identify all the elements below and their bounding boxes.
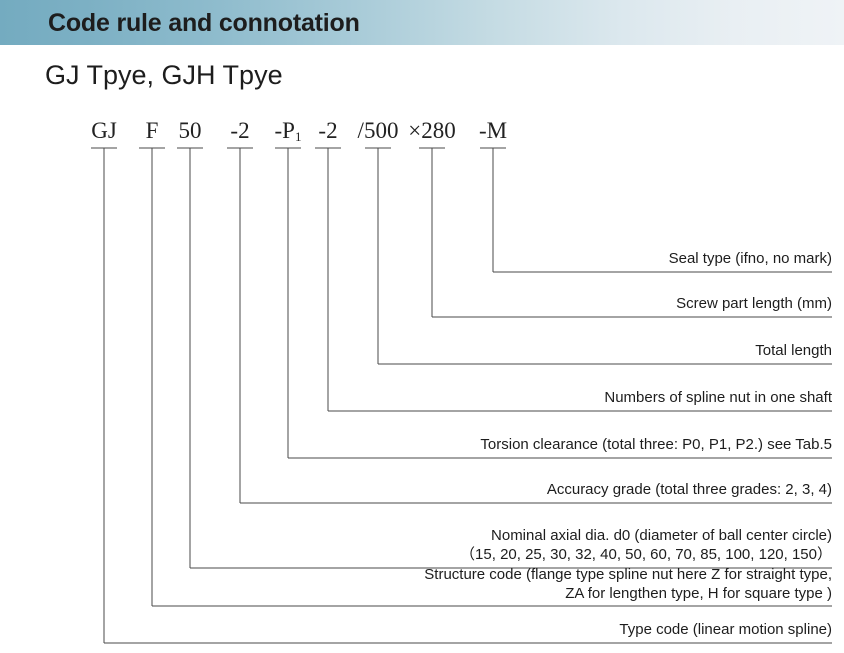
callout-label-structure-code: Structure code (flange type spline nut h… <box>424 565 832 603</box>
code-token-torsion-clearance: -P1 <box>274 118 302 144</box>
code-token-screw-part-length: ×280 <box>408 118 456 143</box>
callout-label-total-length: Total length <box>755 341 832 360</box>
subtitle-model-series: GJ Tpye, GJH Tpye <box>45 60 283 90</box>
page-title: Code rule and connotation <box>48 9 360 37</box>
callout-label-line: Screw part length (mm) <box>676 295 832 312</box>
code-string-row: GJ F 50 -2 -P1 -2/500 ×280 -M <box>0 118 844 148</box>
code-token-nominal-axial-dia: 50 <box>178 118 202 143</box>
callout-label-line: Nominal axial dia. d0 (diameter of ball … <box>491 527 832 544</box>
code-token-type-code: GJ <box>91 118 117 143</box>
code-token-total-length: /500 <box>357 118 399 143</box>
callout-label-line: ZA for lengthen type, H for square type … <box>565 585 832 602</box>
code-token-structure-code: F <box>145 118 159 143</box>
callout-label-line: Type code (linear motion spline) <box>619 621 832 638</box>
callout-label-spline-nut-count: Numbers of spline nut in one shaft <box>604 388 832 407</box>
callout-label-type-code: Type code (linear motion spline) <box>619 620 832 639</box>
callout-label-line: Numbers of spline nut in one shaft <box>604 389 832 406</box>
callout-label-line: Structure code (flange type spline nut h… <box>424 566 832 583</box>
callout-label-line: Seal type (ifno, no mark) <box>668 250 832 267</box>
header-banner: Code rule and connotation <box>0 0 844 45</box>
callout-label-line: Accuracy grade (total three grades: 2, 3… <box>546 481 832 498</box>
callout-label-screw-part-length: Screw part length (mm) <box>676 294 832 313</box>
callout-label-line: Torsion clearance (total three: P0, P1, … <box>480 436 832 453</box>
code-token-spline-nut-count: -2 <box>318 118 338 143</box>
callout-label-line: （15, 20, 25, 30, 32, 40, 50, 60, 70, 85,… <box>460 546 832 563</box>
callout-label-seal-type: Seal type (ifno, no mark) <box>669 249 832 268</box>
code-token-seal-type: -M <box>478 118 508 143</box>
callout-label-accuracy-grade: Accuracy grade (total three grades: 2, 3… <box>547 480 832 499</box>
callout-label-torsion-clearance: Torsion clearance (total three: P0, P1, … <box>480 435 832 454</box>
callout-label-nominal-axial-dia: Nominal axial dia. d0 (diameter of ball … <box>460 526 832 564</box>
callout-label-line: Total length <box>755 342 832 359</box>
code-token-accuracy-grade: -2 <box>230 118 250 143</box>
code-token-subscript: 1 <box>294 129 302 144</box>
